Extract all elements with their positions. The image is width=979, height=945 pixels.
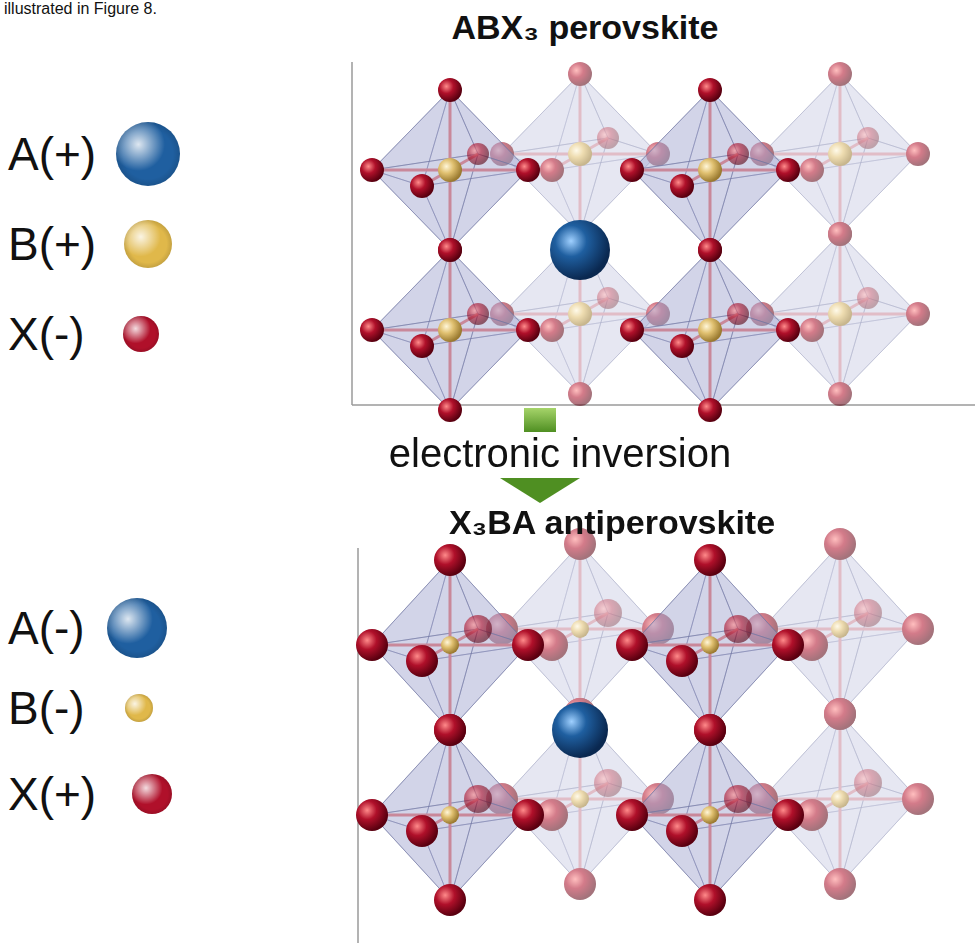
legend-text: B(-) xyxy=(8,681,85,735)
legend-row: A(+) xyxy=(8,122,180,186)
structure-heading: X₃BA antiperovskite xyxy=(449,503,775,542)
legend-text: A(+) xyxy=(8,127,96,181)
legend-text: A(-) xyxy=(8,601,85,655)
legend-row: A(-) xyxy=(8,596,167,660)
legend-swatch xyxy=(125,694,153,722)
legend-swatch xyxy=(116,122,180,186)
legend-swatch xyxy=(123,316,159,352)
legend-row: X(+) xyxy=(8,762,172,826)
legend-row: X(-) xyxy=(8,302,159,366)
legend-text: X(+) xyxy=(8,767,96,821)
legend-text: X(-) xyxy=(8,307,85,361)
legend-swatch xyxy=(107,598,167,658)
transition-label: electronic inversion xyxy=(389,430,731,476)
legend-swatch xyxy=(124,220,172,268)
legend-row: B(+) xyxy=(8,212,172,276)
body-text: illustrated in Figure 8. xyxy=(4,0,157,18)
structure-heading: ABX₃ perovskite xyxy=(451,8,718,47)
legend-text: B(+) xyxy=(8,217,96,271)
legend-row: B(-) xyxy=(8,676,153,740)
legend-swatch xyxy=(132,774,172,814)
